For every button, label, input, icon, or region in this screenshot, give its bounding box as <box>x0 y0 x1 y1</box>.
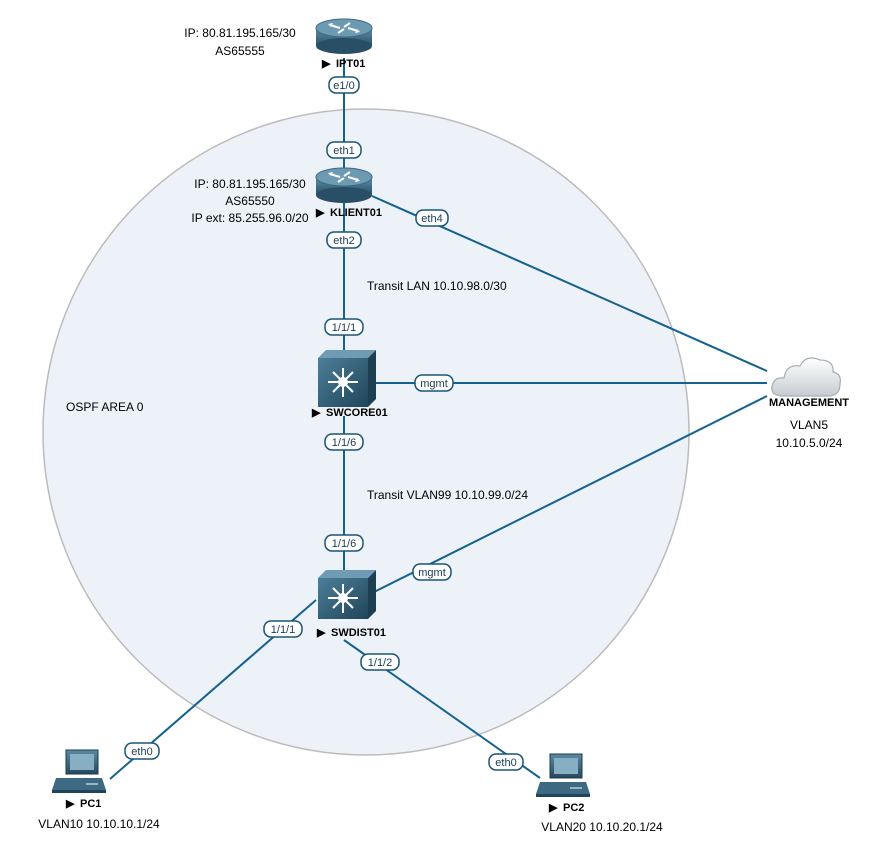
svg-text:1/1/1: 1/1/1 <box>271 624 295 636</box>
port-pill[interactable]: 1/1/2 <box>360 653 400 671</box>
svg-text:▶: ▶ <box>316 627 326 639</box>
node-label-klient01: KLIENT01 <box>330 207 382 219</box>
l3-switch-icon <box>318 350 376 407</box>
svg-text:▶: ▶ <box>315 207 325 219</box>
svg-text:eth0: eth0 <box>131 746 152 758</box>
svg-text:1/1/1: 1/1/1 <box>332 322 356 334</box>
port-pill[interactable]: eth1 <box>326 141 362 159</box>
port-pill[interactable]: e1/0 <box>328 76 360 94</box>
ipt01-note-ip: IP: 80.81.195.165/30 <box>184 26 296 40</box>
svg-text:eth0: eth0 <box>495 757 516 769</box>
svg-text:▶: ▶ <box>65 798 75 810</box>
link-swdist01-management[interactable] <box>371 395 768 594</box>
link-label-transit-lan: Transit LAN 10.10.98.0/30 <box>367 279 507 293</box>
svg-text:1/1/6: 1/1/6 <box>332 437 356 449</box>
port-pill[interactable]: eth0 <box>124 742 160 760</box>
ipt01-note-as: AS65555 <box>215 44 265 58</box>
node-label-swcore01: SWCORE01 <box>326 407 388 419</box>
pc1-note: VLAN10 10.10.10.1/24 <box>38 817 160 831</box>
node-label-pc1: PC1 <box>80 798 101 810</box>
klient01-note-ip: IP: 80.81.195.165/30 <box>194 177 306 191</box>
pc2-note: VLAN20 10.10.20.1/24 <box>541 820 663 834</box>
node-label-ipt01: IPT01 <box>336 58 365 70</box>
klient01-note-ipext: IP ext: 85.255.96.0/20 <box>191 211 309 225</box>
port-pill[interactable]: eth2 <box>326 231 362 249</box>
svg-text:1/1/2: 1/1/2 <box>368 657 392 669</box>
svg-text:eth2: eth2 <box>333 235 354 247</box>
port-pill[interactable]: eth0 <box>488 753 524 771</box>
svg-text:eth4: eth4 <box>421 213 442 225</box>
port-pill[interactable]: eth4 <box>415 209 449 227</box>
svg-text:▶: ▶ <box>321 58 331 70</box>
port-labels: e1/0 eth1 eth2 eth4 1/1/1 mgmt 1/1/6 1/ <box>124 76 524 771</box>
ospf-area-circle <box>42 108 690 756</box>
link-label-transit-vlan99: Transit VLAN99 10.10.99.0/24 <box>367 488 528 502</box>
svg-text:mgmt: mgmt <box>420 378 448 390</box>
svg-text:e1/0: e1/0 <box>333 80 354 92</box>
node-swdist01[interactable]: ▶ SWDIST01 <box>316 570 386 639</box>
node-klient01[interactable]: ▶ KLIENT01 <box>315 167 382 219</box>
node-ipt01[interactable]: ▶ IPT01 <box>315 18 373 70</box>
port-pill[interactable]: 1/1/1 <box>263 620 303 638</box>
cloud-icon <box>771 357 841 397</box>
l3-switch-icon <box>318 570 376 619</box>
node-swcore01[interactable]: ▶ SWCORE01 <box>311 350 388 419</box>
svg-text:▶: ▶ <box>311 407 321 419</box>
node-pc1[interactable]: ▶ PC1 <box>52 749 106 810</box>
router-icon <box>315 18 373 54</box>
svg-text:1/1/6: 1/1/6 <box>332 538 356 550</box>
svg-text:mgmt: mgmt <box>418 567 446 579</box>
node-label-management: MANAGEMENT <box>769 397 849 409</box>
pc-icon <box>52 749 106 793</box>
svg-text:eth1: eth1 <box>333 145 354 157</box>
node-pc2[interactable]: ▶ PC2 <box>536 753 590 814</box>
management-note-vlan: VLAN5 <box>790 418 828 432</box>
svg-text:▶: ▶ <box>548 802 558 814</box>
klient01-note-as: AS65550 <box>225 194 275 208</box>
management-note-subnet: 10.10.5.0/24 <box>776 436 843 450</box>
router-icon <box>315 167 373 203</box>
port-pill[interactable]: mgmt <box>412 563 452 581</box>
pc-icon <box>536 753 590 797</box>
node-management[interactable]: MANAGEMENT <box>769 357 849 409</box>
ospf-area-label: OSPF AREA 0 <box>66 400 144 414</box>
node-label-pc2: PC2 <box>563 802 584 814</box>
port-pill[interactable]: 1/1/6 <box>324 433 364 451</box>
node-label-swdist01: SWDIST01 <box>331 627 386 639</box>
port-pill[interactable]: mgmt <box>414 374 454 392</box>
port-pill[interactable]: 1/1/6 <box>324 534 364 552</box>
port-pill[interactable]: 1/1/1 <box>324 318 364 336</box>
